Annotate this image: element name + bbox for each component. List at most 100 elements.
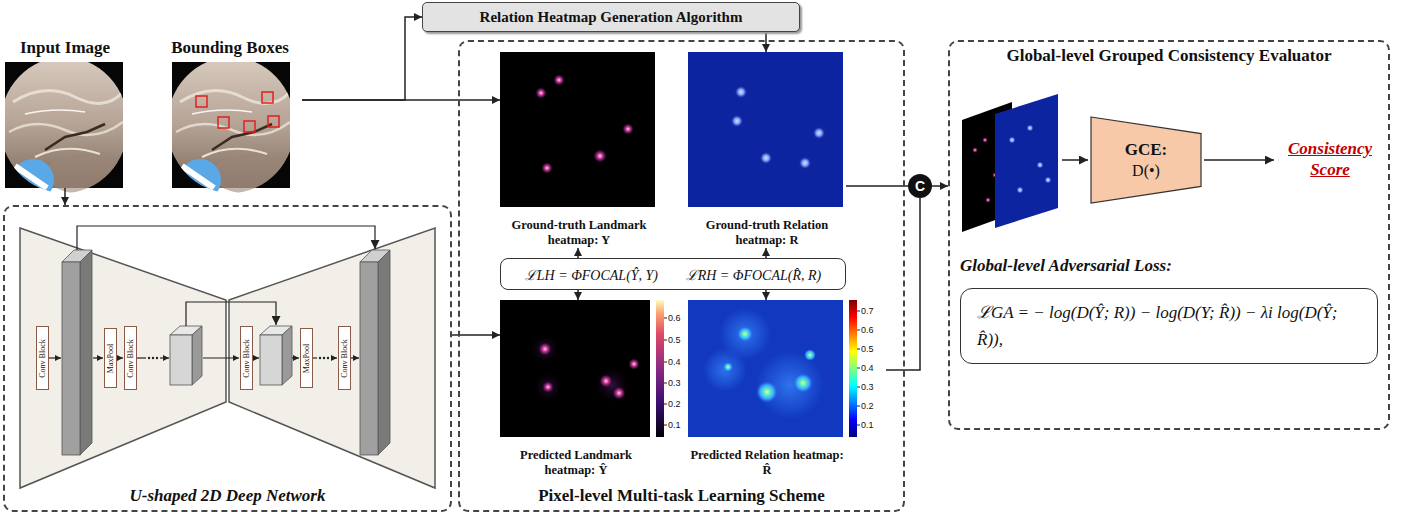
figure-part <box>378 250 390 455</box>
figure-part <box>1037 162 1044 169</box>
figure-part <box>313 357 317 358</box>
stacked-heatmaps <box>962 94 1274 232</box>
figure-part <box>612 386 626 400</box>
figure-part <box>331 357 337 358</box>
figure-part <box>319 357 321 359</box>
discriminator-block: GCE:D(•) <box>1090 116 1202 204</box>
layer-block: Conv Block <box>124 326 137 390</box>
group-title: Global-level Grouped Consistency Evaluat… <box>1006 46 1331 66</box>
figure-part <box>535 87 547 99</box>
input-image <box>5 62 125 201</box>
layer-label: Conv Block <box>126 339 135 377</box>
connector-arrow <box>577 248 579 258</box>
figure-part <box>351 357 359 358</box>
figure-part <box>622 123 634 135</box>
figure-part <box>218 117 229 128</box>
connector-arrow <box>302 17 422 100</box>
figure-part <box>500 300 650 437</box>
unet-figure <box>20 226 435 488</box>
figure-part <box>857 425 860 426</box>
connector-arrow <box>846 185 908 187</box>
figure-part <box>268 116 279 127</box>
tick-label: 0.3 <box>668 378 681 388</box>
figure-part <box>541 162 553 174</box>
figure-part <box>664 404 667 405</box>
layer-label: Conv Block <box>242 339 251 377</box>
figure-part <box>529 333 561 365</box>
figure-part <box>664 318 667 319</box>
figure-part <box>1017 187 1024 194</box>
figure-part <box>117 357 123 358</box>
figure-part <box>1045 177 1052 184</box>
figure-part <box>664 318 667 425</box>
tick-label: 0.4 <box>668 357 681 367</box>
tick-label: 0.2 <box>668 399 681 409</box>
connector-arrow <box>302 99 500 101</box>
figure-part <box>995 94 1058 228</box>
tick-label: 0.5 <box>668 335 681 345</box>
connector-arrow <box>886 198 920 370</box>
figure-part <box>1009 137 1016 144</box>
figure-part <box>804 349 816 361</box>
figure-part <box>760 152 772 164</box>
layer-block: MaxPool <box>104 328 117 388</box>
layer-label: Conv Block <box>340 339 349 377</box>
gt-relation-heatmap <box>688 52 843 207</box>
figure-part <box>500 52 655 207</box>
figure-part <box>229 228 435 488</box>
figure-part <box>664 425 667 426</box>
figure-part <box>756 381 778 403</box>
figure-part <box>664 383 667 384</box>
figure-part <box>849 300 857 437</box>
figure-part <box>160 357 169 358</box>
bbox-image <box>172 62 292 201</box>
figure-part <box>542 381 554 393</box>
figure-part <box>282 326 292 385</box>
figure-part <box>186 302 276 326</box>
figure-part <box>799 157 811 169</box>
process-box: Relation Heatmap Generation Algorithm <box>422 2 800 32</box>
image-panel: Input Image <box>2 38 128 188</box>
figure-part <box>664 340 667 341</box>
image-title: Input Image <box>20 38 110 58</box>
figure-part <box>80 250 92 455</box>
figure-part <box>148 357 150 359</box>
figure-part <box>323 357 325 359</box>
figure-part <box>985 197 991 203</box>
heatmap-panel: Predicted Landmark heatmap: Ŷ <box>500 300 686 478</box>
figure-part <box>137 357 146 358</box>
block-formula: D(•) <box>1132 160 1160 181</box>
figure-part <box>599 374 613 388</box>
formula-text: ℒGA = − log(D(Ŷ; R)) − log(D(Y; R̂)) − λ… <box>977 299 1361 353</box>
trapezoid-outline <box>1091 117 1201 203</box>
layer-block: MaxPool <box>300 328 313 388</box>
trapezoid-shape <box>1090 116 1202 204</box>
figure-part <box>49 226 375 358</box>
layer-label: Conv Block <box>38 339 47 377</box>
connector-arrow <box>932 185 948 187</box>
figure-part <box>327 357 329 359</box>
figure-part <box>196 96 207 107</box>
tick-label: 0.5 <box>861 344 874 354</box>
group-box: Global-level Grouped Consistency Evaluat… <box>948 40 1390 430</box>
figure-part <box>735 86 747 98</box>
layer-label: MaxPool <box>106 343 115 372</box>
figure-part <box>793 373 813 393</box>
figure-part <box>93 357 103 358</box>
layer-block: Conv Block <box>36 326 49 390</box>
figure-part <box>628 358 640 370</box>
figure-part <box>857 387 860 388</box>
concat-symbol: C <box>915 179 925 193</box>
figure-part <box>737 326 753 342</box>
figure-part <box>1204 159 1274 161</box>
figure-part <box>152 357 154 359</box>
formula-box: Global-level Adversarial Loss:ℒGA = − lo… <box>960 256 1378 364</box>
figure-part <box>20 228 226 488</box>
figure-part <box>253 357 259 358</box>
connector-arrow <box>765 248 767 258</box>
block-title: GCE: <box>1125 139 1168 160</box>
heatmap-caption: Ground-truth Relation heatmap: R <box>688 218 846 248</box>
figure-part <box>77 226 375 250</box>
heatmap-panel: Ground-truth Relation heatmap: R <box>688 52 846 248</box>
